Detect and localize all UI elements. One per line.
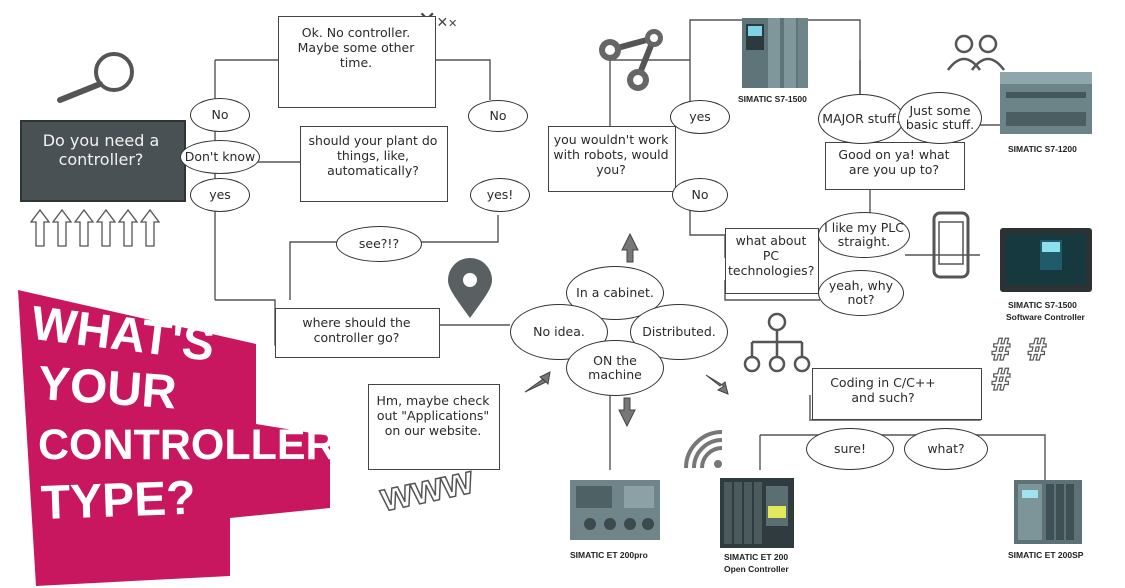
answer-no-2: No (468, 100, 528, 132)
et200pro-device (570, 480, 660, 540)
s7-1200-label: SIMATIC S7-1200 (1008, 144, 1077, 154)
location-pin-icon (448, 258, 492, 318)
answer-major: MAJOR stuff. (818, 94, 904, 144)
answer-why-not: yeah, why not? (818, 270, 904, 316)
start-question-text: Do you need a controller? (42, 131, 160, 169)
magnifier-icon (57, 52, 134, 103)
node-applications (368, 384, 500, 470)
et200-open-controller-device (720, 478, 794, 548)
answer-what: what? (904, 428, 988, 470)
node-pc-tech-text: what about PC technologies? (728, 233, 815, 278)
software-controller-device (1000, 228, 1092, 292)
node-coding (812, 368, 982, 420)
node-where (275, 308, 440, 358)
answer-yes-3: yes (670, 100, 730, 134)
hash-icon: # # # (991, 333, 1047, 398)
s7-1200-device (1000, 72, 1092, 134)
software-controller-label-1: SIMATIC S7-1500 (1008, 300, 1077, 310)
answer-cabinet: In a cabinet. (566, 266, 664, 320)
node-robots (548, 126, 676, 192)
answer-yes-1: yes (190, 178, 250, 212)
node-where-text: where should the controller go? (302, 315, 411, 345)
title-line-3: CONTROLLER (38, 421, 337, 469)
s7-1500-device (742, 18, 808, 88)
answer-no-1: No (190, 98, 250, 132)
wireless-icon (684, 430, 723, 469)
answer-straight: I like my PLC straight. (818, 212, 910, 258)
node-coding-text: Coding in C/C++ and such? (830, 375, 936, 405)
hierarchy-icon (743, 312, 811, 373)
answer-basic: Just some basic stuff. (898, 92, 982, 144)
answer-see: see?!? (336, 226, 422, 262)
et200sp-label: SIMATIC ET 200SP (1008, 550, 1084, 560)
start-question-board (20, 120, 186, 202)
node-pc-tech (725, 228, 819, 294)
title-banner (18, 290, 330, 586)
robot-arm-icon (599, 29, 663, 91)
answer-machine: ON the machine (566, 340, 664, 396)
software-controller-label-2: Software Controller (1006, 312, 1085, 322)
node-robots-text: you wouldn't work with robots, would you… (553, 132, 669, 177)
title-line-2: YOUR (36, 356, 179, 420)
answer-no-3: No (672, 178, 728, 212)
arrow-up-icons (30, 208, 161, 247)
node-applications-text: Hm, maybe check out "Applications" on ou… (376, 393, 490, 438)
smartphone-icon (932, 211, 970, 279)
title-line-4: TYPE? (40, 471, 197, 530)
users-icon (946, 34, 1006, 71)
et200-open-label-2: Open Controller (724, 564, 789, 574)
node-good-on-ya-text: Good on ya! what are you up to? (838, 147, 950, 177)
answer-distributed: Distributed. (630, 304, 728, 360)
answer-dont-know: Don't know (180, 140, 260, 174)
node-automatically-text: should your plant do things, like, autom… (308, 133, 438, 178)
et200-open-label-1: SIMATIC ET 200 (724, 552, 789, 562)
answer-yes-2: yes! (470, 178, 530, 212)
et200sp-device (1014, 480, 1082, 544)
node-good-on-ya (825, 142, 965, 190)
node-automatically (300, 126, 448, 202)
et200pro-label: SIMATIC ET 200pro (570, 550, 648, 560)
answer-sure: sure! (806, 428, 894, 470)
node-no-controller-text: Ok. No controller. Maybe some other time… (297, 25, 415, 70)
s7-1500-label: SIMATIC S7-1500 (738, 94, 807, 104)
node-no-controller (278, 16, 436, 108)
